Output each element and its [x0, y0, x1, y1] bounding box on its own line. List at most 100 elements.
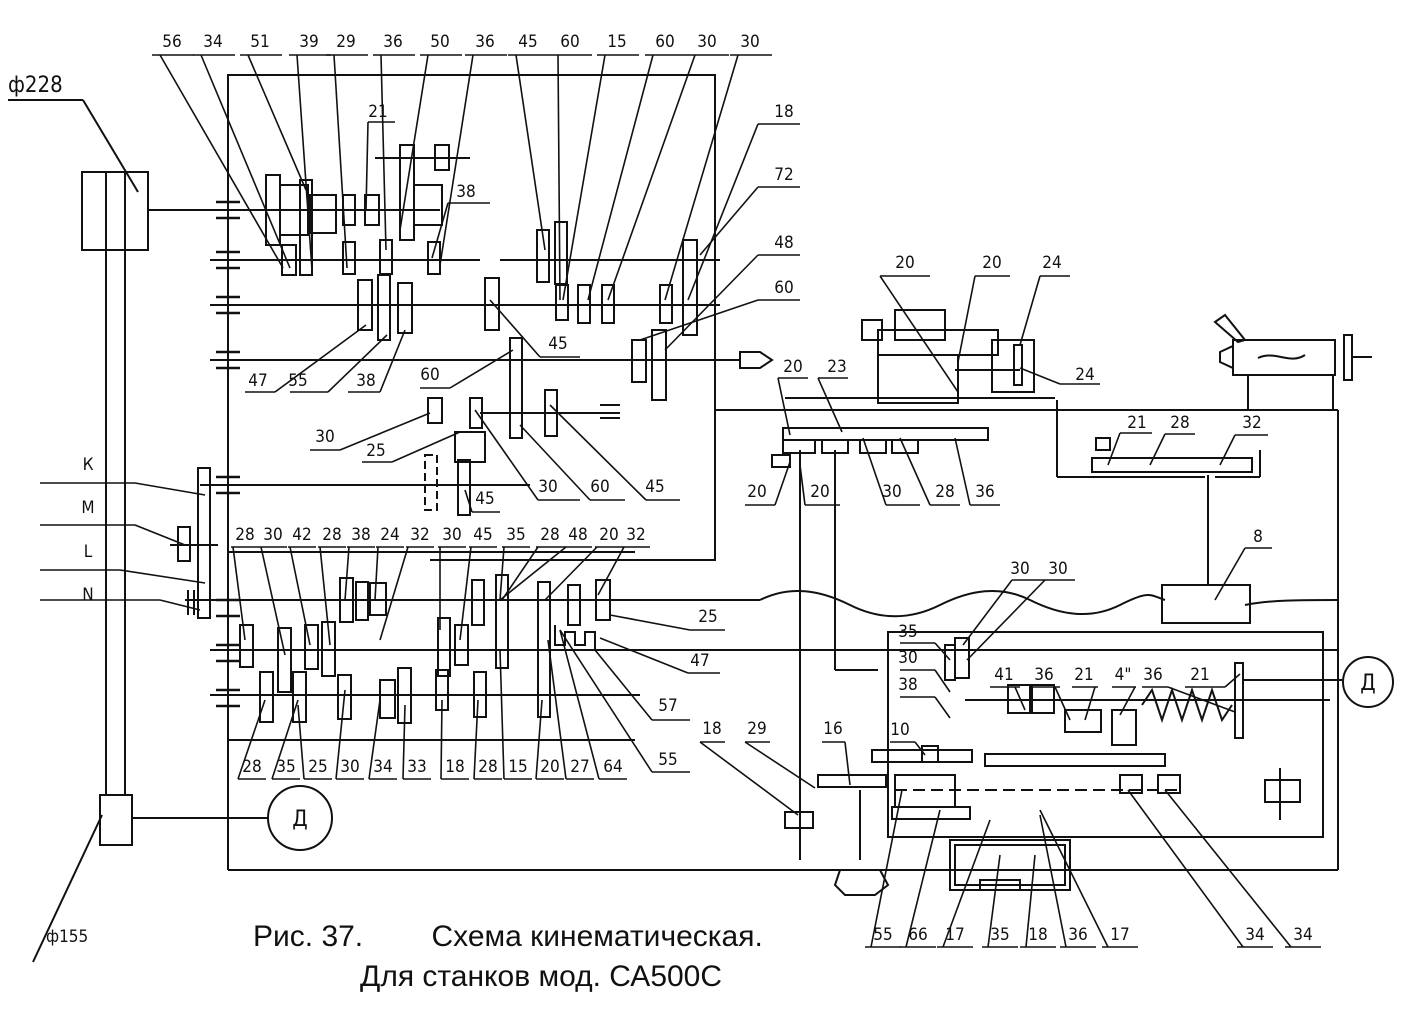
leader-line [899, 437, 931, 506]
leader-line [1119, 686, 1136, 716]
leader-line [1127, 789, 1244, 948]
callout-label: 24 [380, 525, 399, 545]
leader-line [159, 599, 201, 611]
leader-line [547, 639, 567, 780]
callout-label: 50 [430, 32, 449, 52]
callout-label: 39 [299, 32, 318, 52]
callout-label: 36 [975, 482, 994, 502]
headstock-housing [227, 74, 1339, 871]
callout-label: 55 [658, 750, 677, 770]
leader-line [597, 546, 625, 596]
leader-line [1019, 275, 1041, 346]
callout-label: 30 [697, 32, 716, 52]
callout-label: 60 [420, 365, 439, 385]
dimension-pulley-228: ф228 [8, 73, 63, 98]
leader-line [1014, 686, 1026, 711]
callout-label: 45 [473, 525, 492, 545]
callout-label: 18 [445, 757, 464, 777]
leader-line [777, 377, 791, 436]
callout-label: 60 [590, 477, 609, 497]
leader-line [379, 329, 406, 393]
callout-label: 32 [626, 525, 645, 545]
callout-label: 28 [478, 757, 497, 777]
dimension-pulley-155: ф155 [46, 927, 88, 947]
callout-label: 25 [698, 607, 717, 627]
callout-label: 56 [162, 32, 181, 52]
callout-label: 72 [774, 165, 793, 185]
leader-line [339, 412, 431, 451]
leader-line [942, 819, 991, 948]
leader-line [587, 54, 654, 301]
callout-label: 24 [1075, 365, 1094, 385]
callout-label: 32 [410, 525, 429, 545]
apron [871, 631, 1330, 891]
leader-line [440, 699, 443, 780]
leader-line [247, 54, 307, 191]
callout-label: 15 [508, 757, 527, 777]
callout-label: 64 [603, 757, 622, 777]
leader-line [957, 275, 976, 363]
leader-line [379, 546, 409, 641]
leader-line [271, 699, 299, 780]
leader-line [559, 629, 600, 780]
callout-label: 34 [1245, 925, 1264, 945]
callout-label: 35 [276, 757, 295, 777]
callout-label: 55 [873, 925, 892, 945]
callout-label: 28 [1170, 413, 1189, 433]
callout-label: 17 [1110, 925, 1129, 945]
letter-label: N [82, 585, 93, 605]
callout-label: 30 [538, 477, 557, 497]
leader-line [1164, 789, 1292, 948]
figure-number: Рис. 37. [253, 920, 364, 953]
callout-label: 35 [990, 925, 1009, 945]
headstock-gears [265, 144, 698, 516]
leader-line [954, 437, 971, 506]
leader-line [870, 789, 903, 948]
callout-label: 38 [456, 182, 475, 202]
callout-label: 34 [1293, 925, 1312, 945]
callout-label: 38 [898, 675, 917, 695]
callout-label: 20 [747, 482, 766, 502]
leader-line [431, 202, 449, 259]
leader-line [557, 54, 561, 301]
callout-label: 28 [242, 757, 261, 777]
leader-line [799, 464, 806, 506]
leader-line [119, 569, 206, 584]
leader-line [473, 699, 479, 780]
leader-line [391, 431, 461, 463]
leader-line [1167, 686, 1236, 713]
callout-label: 35 [506, 525, 525, 545]
leader-line [297, 704, 305, 780]
letter-label: L [84, 542, 93, 562]
figure-subtitle: Для станков мод. СА500С [360, 960, 723, 993]
callout-label: 45 [518, 32, 537, 52]
leader-line [327, 334, 388, 393]
letter-label: К [83, 455, 94, 475]
callout-label: 20 [599, 525, 618, 545]
leader-line [368, 699, 381, 780]
leader-line [562, 54, 606, 301]
leader-line [1025, 854, 1036, 948]
callout-label: 30 [740, 32, 759, 52]
lead-screw-nut [1161, 584, 1251, 624]
figure-caption: Рис. 37. Схема кинематическая. [253, 920, 763, 954]
callout-label: 18 [774, 102, 793, 122]
callout-label: 18 [1028, 925, 1047, 945]
callout-label: 23 [827, 357, 846, 377]
leader-line [374, 546, 379, 601]
callout-label: 30 [1010, 559, 1029, 579]
callout-label: 36 [475, 32, 494, 52]
leader-line [549, 404, 647, 501]
leader-line [905, 809, 941, 948]
callout-label: 47 [248, 371, 267, 391]
callout-label: 20 [783, 357, 802, 377]
callout-label: 42 [292, 525, 311, 545]
leader-line [237, 699, 266, 780]
leader-line [1224, 673, 1241, 688]
leader-line [1084, 686, 1096, 721]
callout-label: 20 [982, 253, 1001, 273]
callout-label: 47 [690, 651, 709, 671]
callout-label: 28 [935, 482, 954, 502]
leader-line [1039, 814, 1067, 948]
callout-label: 36 [383, 32, 402, 52]
